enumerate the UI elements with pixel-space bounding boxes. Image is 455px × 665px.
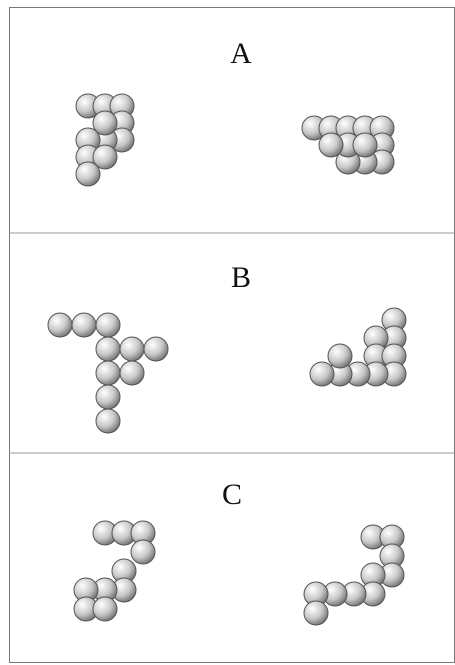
panel-a: A [75, 37, 395, 187]
structure-b-right-bead-10 [327, 343, 353, 369]
structure-b-left-bead-4 [95, 360, 121, 386]
structure-a-right-bead-10 [352, 132, 378, 158]
structure-a-left [75, 93, 135, 187]
structure-b-left-bead-7 [119, 360, 145, 386]
structure-c-left-bead-9 [92, 596, 118, 622]
structure-b-left-bead-5 [119, 336, 145, 362]
structure-b-left-bead-1 [71, 312, 97, 338]
structure-b-left-bead-8 [95, 384, 121, 410]
panel-b: B [47, 261, 407, 434]
structure-a-left-bead-8 [75, 161, 101, 187]
structure-c-left [73, 520, 156, 622]
panel-label-b: B [231, 261, 251, 294]
structure-c-right-bead-9 [303, 600, 329, 626]
panel-c: C [73, 478, 405, 626]
structure-b-left-bead-9 [95, 408, 121, 434]
panel-label-a: A [230, 37, 252, 70]
structure-a-right-bead-11 [318, 132, 344, 158]
structure-b-left-bead-0 [47, 312, 73, 338]
structure-b-left-bead-6 [143, 336, 169, 362]
structure-a-right [301, 115, 395, 175]
structure-b-left-bead-3 [95, 336, 121, 362]
structure-a-left-bead-9 [92, 110, 118, 136]
structure-c-left-bead-3 [130, 539, 156, 565]
structure-b-left [47, 312, 169, 434]
structure-b-right [309, 307, 407, 387]
structure-c-right [303, 524, 405, 626]
structure-b-right-bead-9 [309, 361, 335, 387]
structure-b-left-bead-2 [95, 312, 121, 338]
panel-label-c: C [222, 478, 242, 511]
structure-a-left-bead-10 [92, 144, 118, 170]
